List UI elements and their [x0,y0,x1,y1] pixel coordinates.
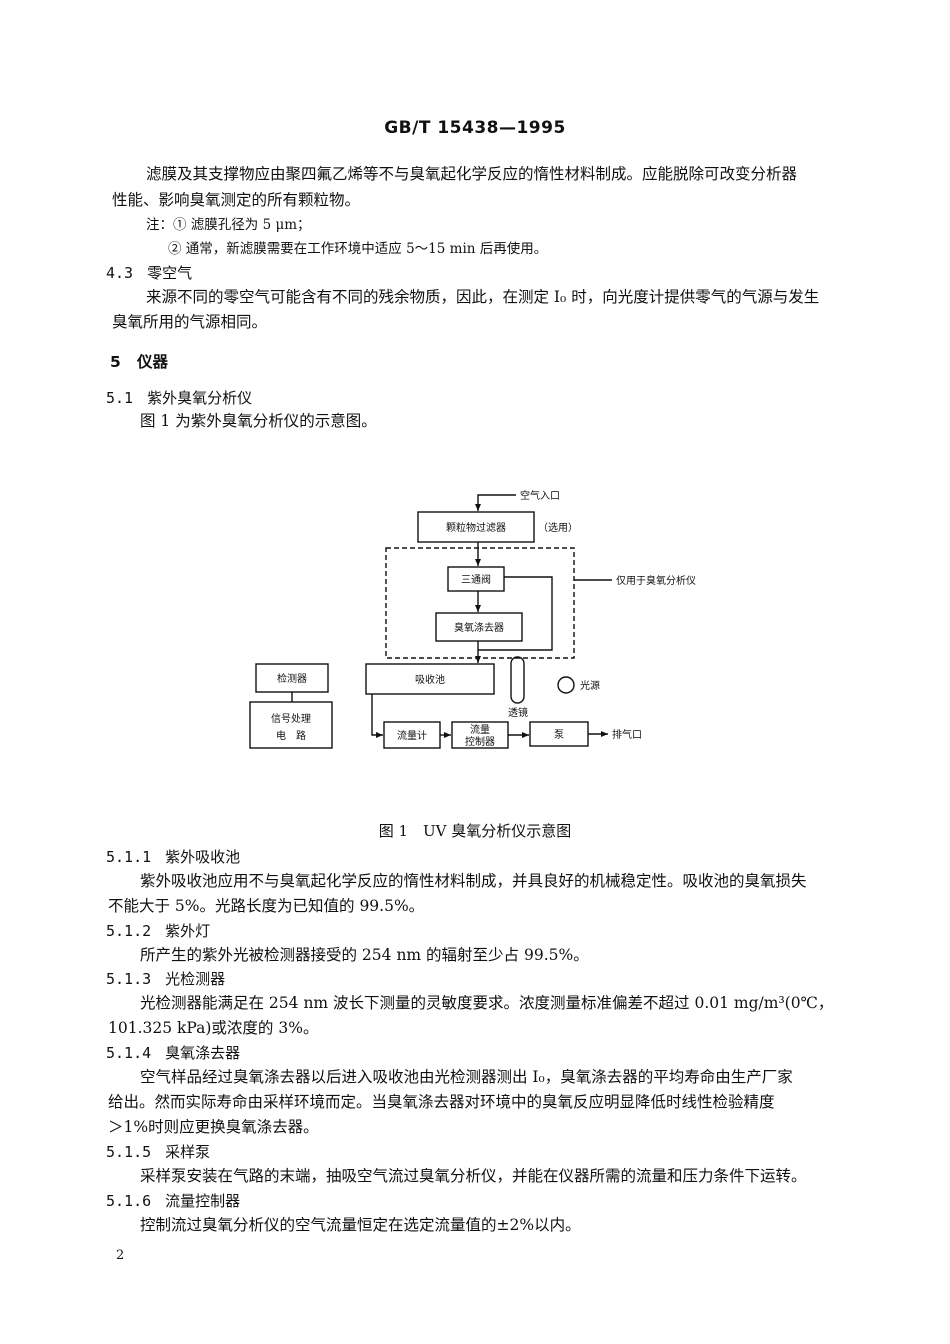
s512-line-1: 所产生的紫外光被检测器接受的 254 nm 的辐射至少占 99.5%。 [140,946,589,964]
optional-label: （选用） [538,521,578,534]
section-number: 5.1.3 [106,970,152,988]
light-source-circle [557,676,575,694]
absorption-cell-box [365,663,495,695]
section-title: 零空气 [147,264,193,282]
section-number: 5.1.5 [106,1143,152,1161]
s513-line-2: 101.325 kPa)或浓度的 3%。 [108,1019,319,1037]
s511-line-1: 紫外吸收池应用不与臭氧起化学反应的惰性材料制成，并具良好的机械稳定性。吸收池的臭… [140,872,807,890]
absorption-cell-label: 吸收池 [415,673,445,686]
note-2: ② 通常，新滤膜需要在工作环境中适应 5～15 min 后再使用。 [168,241,548,257]
figure-caption: 图 1 UV 臭氧分析仪示意图 [378,822,572,840]
three-way-valve-label: 三通阀 [461,573,491,586]
section-5-1-2-heading: 5.1.2 紫外灯 [106,920,210,941]
s43-line-1: 来源不同的零空气可能含有不同的残余物质，因此，在测定 I₀ 时，向光度计提供零气… [146,288,820,306]
flowmeter-label: 流量计 [397,729,427,742]
section-number: 4.3 [106,264,134,282]
ozone-scrubber-label: 臭氧涤去器 [454,621,504,634]
s515-line-1: 采样泵安装在气路的末端，抽吸空气流过臭氧分析仪，并能在仪器所需的流量和压力条件下… [140,1167,807,1185]
particle-filter-box [417,511,535,543]
s514-line-2: 给出。然而实际寿命由采样环境而定。当臭氧涤去器对环境中的臭氧反应明显降低时线性检… [108,1093,775,1111]
particle-filter-label: 颗粒物过滤器 [446,521,506,534]
section-title: 流量控制器 [165,1192,241,1210]
section-5-1-5-heading: 5.1.5 采样泵 [106,1141,210,1162]
lens-label: 透镜 [508,706,528,719]
section-title: 紫外灯 [165,922,211,940]
section-4-3-heading: 4.3 零空气 [106,262,192,283]
section-number: 5 [110,353,121,371]
section-title: 仪器 [137,353,169,371]
section-title: 臭氧涤去器 [165,1044,241,1062]
intro-line-2: 性能、影响臭氧测定的所有颗粒物。 [112,191,361,209]
section-number: 5.1 [106,389,134,407]
section-title: 紫外吸收池 [165,848,241,866]
s516-line-1: 控制流过臭氧分析仪的空气流量恒定在选定流量值的±2%以内。 [140,1216,581,1234]
section-5-1-4-heading: 5.1.4 臭氧涤去器 [106,1042,240,1063]
signal-processing-label-1: 信号处理 [271,713,311,725]
intro-line-1: 滤膜及其支撑物应由聚四氟乙烯等不与臭氧起化学反应的惰性材料制成。应能脱除可改变分… [146,165,798,183]
section-title: 光检测器 [165,970,226,988]
section-number: 5.1.6 [106,1192,152,1210]
s511-line-2: 不能大于 5%。光路长度为已知值的 99.5%。 [108,897,425,915]
section-5-1-1-heading: 5.1.1 紫外吸收池 [106,846,240,867]
section-number: 5.1.2 [106,922,152,940]
light-source-label: 光源 [580,679,600,692]
note-1: 注：① 滤膜孔径为 5 μm； [146,217,311,233]
s513-line-1: 光检测器能满足在 254 nm 波长下测量的灵敏度要求。浓度测量标准偏差不超过 … [140,994,834,1012]
s43-line-2: 臭氧所用的气源相同。 [112,313,268,331]
s51-line-1: 图 1 为紫外臭氧分析仪的示意图。 [140,412,377,430]
standard-header: GB/T 15438—1995 [384,118,566,138]
air-inlet-line [475,494,516,511]
section-number: 5.1.4 [106,1044,152,1062]
only-for-label: 仅用于臭氧分析仪 [616,574,696,587]
s514-line-1: 空气样品经过臭氧涤去器以后进入吸收池由光检测器测出 I₀，臭氧涤去器的平均寿命由… [140,1068,793,1086]
flow-controller-label-1: 流量 [470,723,490,736]
section-5-1-heading: 5.1 紫外臭氧分析仪 [106,387,252,408]
signal-processing-label-2: 电 路 [276,729,306,742]
signal-processing-box [249,701,333,749]
s514-line-3: ＞1%时则应更换臭氧涤去器。 [108,1118,319,1136]
section-title: 紫外臭氧分析仪 [147,389,253,407]
ozone-scrubber-box [435,612,523,642]
detector-label: 检测器 [277,672,307,685]
section-title: 采样泵 [165,1143,211,1161]
section-5-1-3-heading: 5.1.3 光检测器 [106,968,225,989]
exhaust-label: 排气口 [612,728,642,741]
section-5-1-6-heading: 5.1.6 流量控制器 [106,1190,240,1211]
page-number: 2 [116,1248,125,1263]
flow-controller-label-2: 控制器 [465,735,495,748]
lens-shape [510,656,525,704]
cell-to-flowmeter-line [371,694,383,738]
section-number: 5.1.1 [106,848,152,866]
section-5-heading: 5 仪器 [110,350,168,372]
bypass-line [478,576,553,651]
air-inlet-label: 空气入口 [520,489,560,502]
pump-label: 泵 [554,729,564,741]
three-way-valve-box [447,566,505,592]
